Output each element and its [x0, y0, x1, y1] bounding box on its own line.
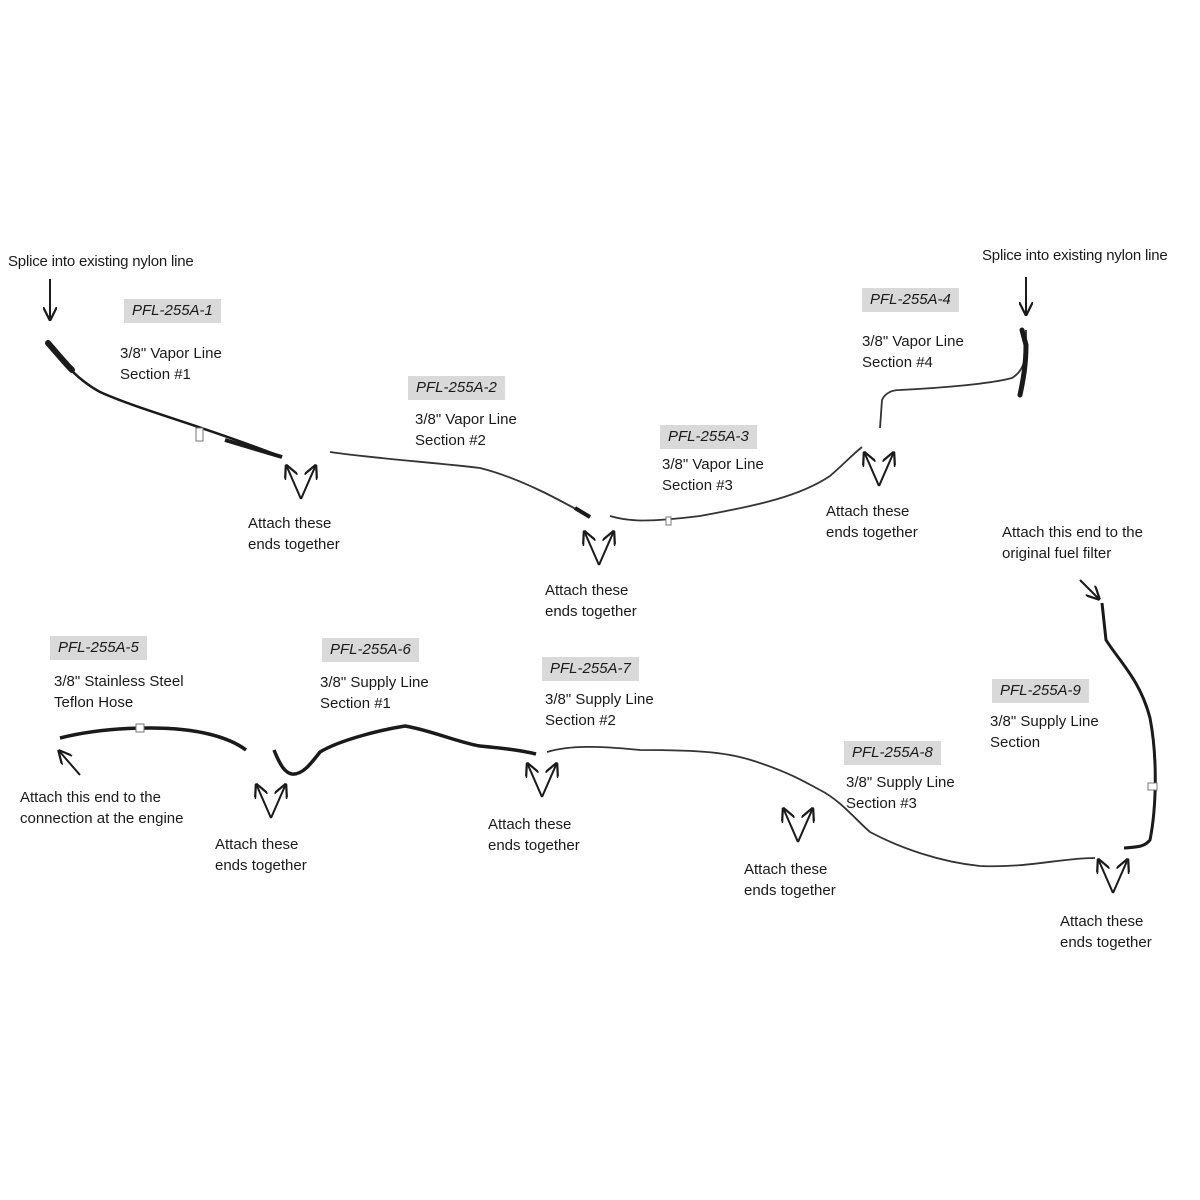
supply-line-section-1: [272, 724, 537, 776]
fuel-filter-label: Attach this end to the original fuel fil…: [1002, 524, 1143, 562]
junction-arrow: [865, 454, 893, 487]
attach-together-label: Attach these ends together: [488, 816, 580, 854]
junction-arrow: [257, 786, 285, 819]
supply-line-section-3: [819, 789, 1096, 868]
splice-label-right: Splice into existing nylon line: [982, 247, 1168, 264]
attach-together-label: Attach these ends together: [744, 861, 836, 899]
part-description: 3/8" Vapor Line Section #3: [662, 456, 764, 494]
part-description: 3/8" Supply Line Section #3: [846, 774, 955, 812]
junction-arrow: [1099, 861, 1127, 894]
junction-arrow: [784, 810, 812, 843]
junction-arrow: [528, 765, 556, 798]
part-tag: PFL-255A-9: [992, 679, 1089, 703]
vapor-line-section-1: [45, 340, 283, 459]
part-description: 3/8" Supply Line Section #1: [320, 674, 429, 712]
attach-together-label: Attach these ends together: [248, 515, 340, 553]
part-description: 3/8" Stainless Steel Teflon Hose: [54, 673, 184, 711]
part-tag: PFL-255A-4: [862, 288, 959, 312]
vapor-line-section-4: [879, 327, 1029, 429]
part-tag: PFL-255A-3: [660, 425, 757, 449]
part-description: 3/8" Supply Line Section: [990, 713, 1099, 751]
part-tag: PFL-255A-5: [50, 636, 147, 660]
part-description: 3/8" Vapor Line Section #2: [415, 411, 517, 449]
supply-line-section-2: [546, 745, 821, 791]
vapor-line-section-3: [609, 446, 863, 526]
part-description: 3/8" Vapor Line Section #4: [862, 333, 964, 371]
part-tag: PFL-255A-1: [124, 299, 221, 323]
part-description: 3/8" Supply Line Section #2: [545, 691, 654, 729]
part-tag: PFL-255A-7: [542, 657, 639, 681]
junction-arrow: [287, 467, 315, 500]
splice-label-left: Splice into existing nylon line: [8, 253, 194, 270]
attach-together-label: Attach these ends together: [1060, 913, 1152, 951]
part-tag: PFL-255A-6: [322, 638, 419, 662]
engine-arrow: [60, 752, 81, 776]
junction-arrow: [585, 533, 613, 566]
part-description: 3/8" Vapor Line Section #1: [120, 345, 222, 383]
attach-together-label: Attach these ends together: [215, 836, 307, 874]
fuel-filter-arrow: [1079, 579, 1098, 598]
part-tag: PFL-255A-8: [844, 741, 941, 765]
attach-together-label: Attach these ends together: [826, 503, 918, 541]
attach-together-label: Attach these ends together: [545, 582, 637, 620]
stainless-hose: [59, 723, 248, 752]
engine-connection-label: Attach this end to the connection at the…: [20, 789, 184, 827]
supply-line-section-9: [1100, 602, 1158, 850]
vapor-line-section-2: [329, 451, 592, 519]
part-tag: PFL-255A-2: [408, 376, 505, 400]
